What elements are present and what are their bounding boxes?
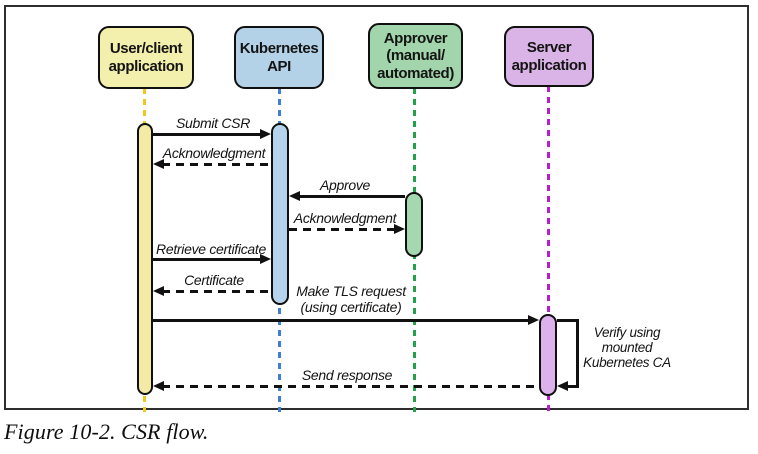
- self-message-label-verify: Verify using mounted Kubernetes CA: [583, 325, 671, 371]
- arrowhead-right-icon: [394, 224, 405, 234]
- message-line-acknowledgment-2: [289, 228, 394, 231]
- message-line-make-tls-request: [153, 319, 530, 322]
- message-label-make-tls-request: Make TLS request (using certificate): [296, 283, 406, 315]
- arrowhead-left-icon: [153, 381, 164, 391]
- arrowhead-right-icon: [528, 315, 539, 325]
- activation-bar-kubernetes-api: [271, 123, 289, 305]
- message-line-send-response: [162, 385, 539, 388]
- message-line-acknowledgment-1: [162, 163, 271, 166]
- arrowhead-left-icon: [289, 191, 300, 201]
- lifeline-server: [547, 86, 550, 412]
- message-label-submit-csr: Submit CSR: [175, 115, 251, 131]
- arrowhead-left-icon: [153, 286, 164, 296]
- actor-box-server: Server application: [504, 26, 594, 87]
- message-label-acknowledgment-1: Acknowledgment: [162, 145, 266, 161]
- activation-bar-server: [539, 314, 557, 396]
- diagram-frame: User/client application Kubernetes API A…: [4, 5, 749, 412]
- message-line-submit-csr: [153, 133, 262, 136]
- message-label-send-response: Send response: [301, 367, 393, 383]
- activation-bar-user-client: [137, 123, 153, 395]
- figure-caption: Figure 10-2. CSR flow.: [4, 419, 209, 444]
- message-line-approve: [298, 195, 405, 198]
- arrowhead-right-icon: [260, 254, 271, 264]
- actor-box-approver: Approver (manual/ automated): [368, 23, 463, 89]
- self-loop-right-line: [576, 319, 579, 387]
- message-label-acknowledgment-2: Acknowledgment: [293, 210, 397, 226]
- self-loop-top-line: [557, 319, 579, 322]
- message-line-retrieve-certificate: [153, 258, 262, 261]
- message-label-approve: Approve: [319, 177, 371, 193]
- message-line-certificate: [162, 290, 271, 293]
- self-loop-bottom-line: [566, 385, 579, 388]
- arrowhead-left-icon: [557, 381, 568, 391]
- actor-box-kubernetes-api: Kubernetes API: [234, 26, 324, 89]
- arrowhead-right-icon: [260, 129, 271, 139]
- message-label-retrieve-certificate: Retrieve certificate: [156, 241, 266, 257]
- message-label-certificate: Certificate: [184, 272, 244, 288]
- actor-box-user-client: User/client application: [98, 26, 194, 89]
- activation-bar-approver: [405, 192, 423, 257]
- arrowhead-left-icon: [153, 159, 164, 169]
